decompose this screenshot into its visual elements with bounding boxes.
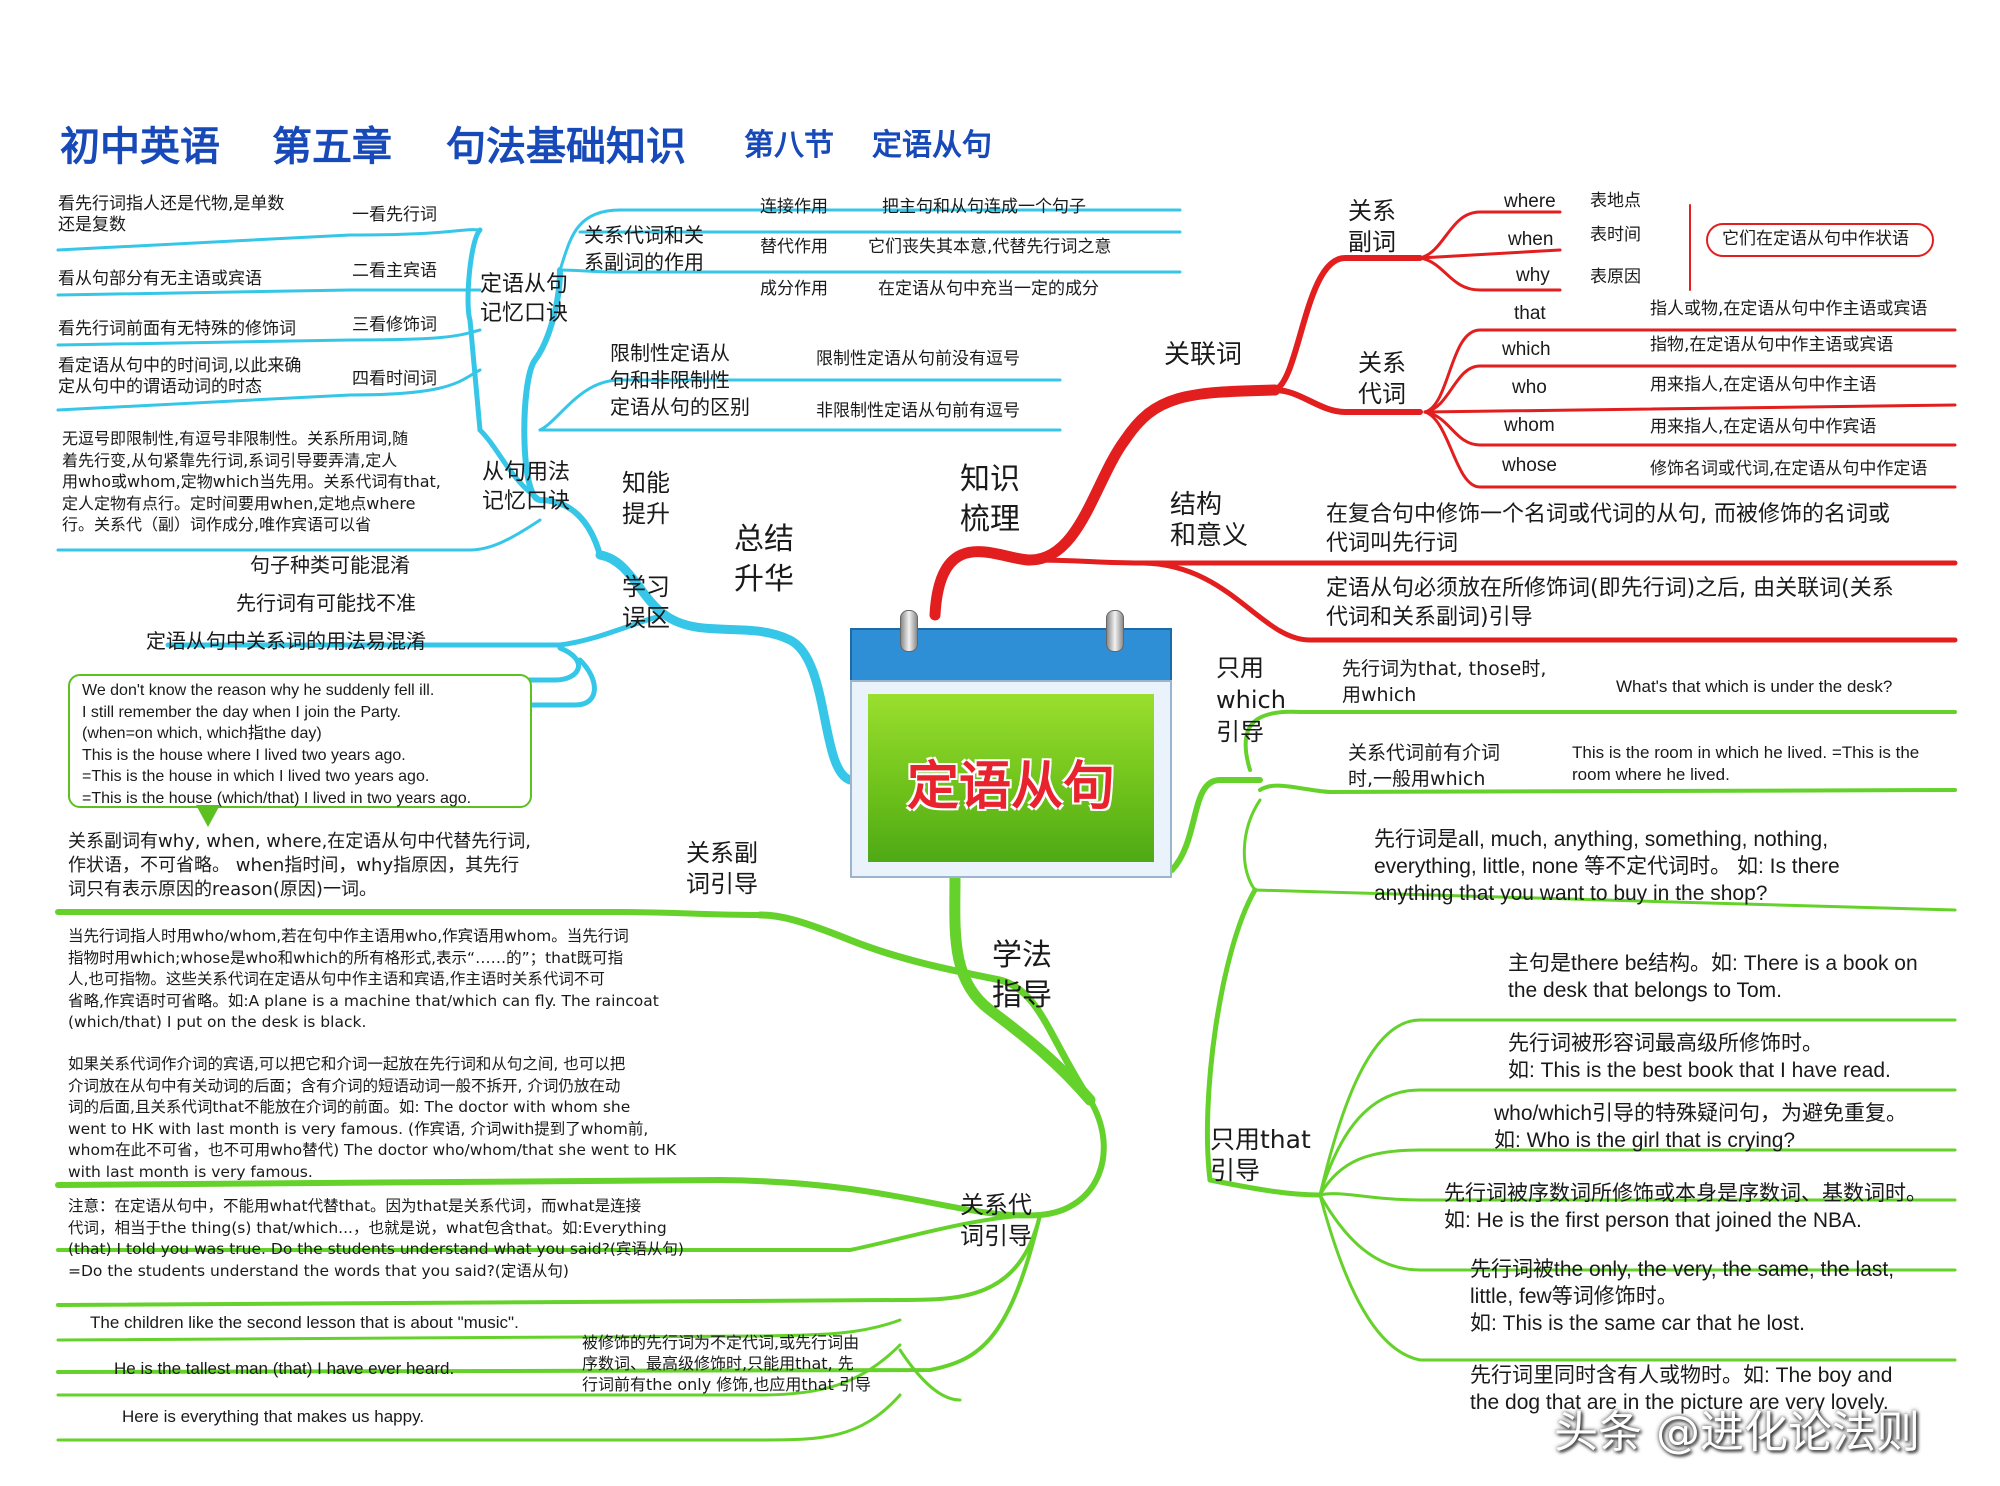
jiyi-key-4: 四看时间词 (352, 369, 437, 389)
zuoyong-desc-1: 把主句和从句连成一个句子 (882, 197, 1086, 217)
jiyi-desc-3: 看先行词前面有无特殊的修饰词 (58, 319, 296, 339)
jiegou-definition: 在复合句中修饰一个名词或代词的从句, 而被修饰的名词或 代词叫先行词 (1326, 502, 1890, 556)
node-qubie: 限制性定语从 句和非限制性 定语从句的区别 (610, 341, 750, 419)
calendar-face (868, 694, 1154, 862)
only-that-item-2: 主句是there be结构。如: There is a book on the … (1508, 952, 1918, 1002)
only-which-example-2: This is the room in which he lived. =Thi… (1572, 743, 1920, 784)
fuci-text: 关系副词有why, when, where,在定语从句中代替先行词, 作状语，不… (68, 831, 532, 900)
word-which: which (1502, 339, 1551, 360)
node-jiyi-koujue: 定语从句 记忆口诀 (480, 272, 569, 326)
fuci-summary: 它们在定语从句中作状语 (1722, 229, 1909, 249)
jiyi-desc-1: 看先行词指人还是代物,是单数 还是复数 (58, 194, 285, 235)
meaning-which: 指物,在定语从句中作主语或宾语 (1650, 335, 1894, 355)
node-guanxi-fuci: 关系 副词 (1348, 197, 1396, 256)
node-zhineng-tisheng: 知能 提升 (622, 469, 670, 528)
connector-red-main (929, 384, 1281, 621)
connector-green-main (949, 872, 1096, 1106)
word-where: where (1504, 191, 1556, 212)
meaning-when: 表时间 (1590, 225, 1641, 245)
node-xuefa-zhidao: 学法 指导 (992, 938, 1052, 1013)
only-which-example-1: What's that which is under the desk? (1616, 677, 1893, 696)
zuoyong-name-1: 连接作用 (760, 197, 828, 217)
node-xuexi-wuqu: 学习 误区 (622, 573, 670, 632)
only-that-item-5: 先行词被序数词所修饰或本身是序数词、基数词时。 如: He is the fir… (1444, 1182, 1927, 1232)
only-that-item-7: 先行词里同时含有人或物时。如: The boy and the dog that… (1470, 1364, 1893, 1414)
word-that: that (1514, 303, 1546, 324)
word-whom: whom (1504, 415, 1555, 436)
node-zuoyong: 关系代词和关 系副词的作用 (584, 223, 704, 274)
daici-example-1: The children like the second lesson that… (90, 1313, 519, 1332)
node-zhishi-shuli: 知识 梳理 (960, 462, 1020, 537)
center-title: 定语从句 (906, 757, 1115, 817)
connector-blue-main (595, 550, 855, 785)
header-title-topic: 句法基础知识 (446, 124, 686, 170)
jiyi-desc-2: 看从句部分有无主语或宾语 (58, 269, 262, 289)
summary-pill (1706, 223, 1934, 257)
node-yongfa-koujue: 从句用法 记忆口诀 (482, 460, 571, 514)
connector-red-jiegou (1027, 557, 1958, 566)
fuci-examples: We don't know the reason why he suddenly… (82, 682, 472, 807)
jiyi-key-2: 二看主宾语 (352, 261, 437, 281)
daici-example-3: Here is everything that makes us happy. (122, 1407, 425, 1426)
word-who: who (1512, 377, 1547, 398)
center-node: 定语从句 (850, 610, 1172, 878)
only-that-item-4: who/which引导的特殊疑问句，为避免重复。 如: Who is the g… (1494, 1102, 1908, 1152)
jiyi-key-1: 一看先行词 (352, 205, 437, 225)
header-section-title: 定语从句 (872, 128, 992, 163)
node-only-which: 只用 which 引导 (1216, 654, 1286, 746)
jiegou-position: 定语从句必须放在所修饰词(即先行词)之后, 由关联词(关系 代词和关系副词)引导 (1326, 576, 1894, 630)
jiyi-desc-4: 看定语从句中的时间词,以此来确 定从句中的谓语动词的时态 (58, 356, 302, 397)
header-title-chapter: 第五章 (272, 124, 392, 170)
calendar-ring-right (1106, 610, 1124, 652)
only-that-item-1: 先行词是all, much, anything, something, noth… (1374, 828, 1840, 905)
daici-note-3: 注意：在定语从句中，不能用what代替that。因为that是关系代词，而wha… (68, 1197, 684, 1280)
node-jiegou-yiyi: 结构 和意义 (1170, 490, 1249, 551)
only-which-cond-1: 先行词为that, those时, 用which (1342, 658, 1547, 706)
qubie-restrictive: 限制性定语从句前没有逗号 (816, 349, 1020, 369)
header-section: 第八节 (744, 128, 834, 163)
qubie-nonrestrictive: 非限制性定语从句前有逗号 (816, 401, 1020, 421)
daici-note-1: 当先行词指人时用who/whom,若在句中作主语用who,作宾语用whom。当先… (68, 927, 659, 1031)
wuqu-item-2: 先行词有可能找不准 (236, 591, 416, 615)
node-fuci-yindao: 关系副 词引导 (686, 839, 758, 898)
meaning-whose: 修饰名词或代词,在定语从句中作定语 (1650, 459, 1928, 479)
jiyi-key-3: 三看修饰词 (352, 315, 437, 335)
node-guanxi-daici: 关系 代词 (1358, 349, 1406, 408)
only-that-item-3: 先行词被形容词最高级所修饰时。 如: This is the best book… (1508, 1032, 1891, 1082)
wuqu-item-3: 定语从句中关系词的用法易混淆 (146, 629, 426, 653)
only-that-rule: 被修饰的先行词为不定代词,或先行词由 序数词、最高级修饰时,只能用that, 先… (582, 1333, 871, 1394)
node-only-that: 只用that 引导 (1210, 1125, 1311, 1185)
zuoyong-name-2: 替代作用 (760, 237, 828, 257)
zuoyong-desc-2: 它们丧失其本意,代替先行词之意 (868, 237, 1112, 257)
node-zongjie-shenghua: 总结 升华 (734, 522, 794, 597)
word-when: when (1508, 229, 1554, 250)
calendar-ring-left (900, 610, 918, 652)
daici-example-2: He is the tallest man (that) I have ever… (114, 1359, 455, 1378)
daici-note-2: 如果关系代词作介词的宾语,可以把它和介词一起放在先行词和从句之间, 也可以把 介… (68, 1055, 677, 1181)
only-that-item-6: 先行词被the only, the very, the same, the la… (1470, 1258, 1895, 1335)
only-which-cond-2: 关系代词前有介词 时,一般用which (1348, 742, 1501, 790)
node-daici-yindao: 关系代 词引导 (960, 1191, 1032, 1250)
fuci-example-bubble-tail (196, 805, 220, 827)
zuoyong-name-3: 成分作用 (760, 279, 828, 299)
meaning-where: 表地点 (1590, 191, 1641, 211)
meaning-why: 表原因 (1590, 267, 1641, 287)
header-title-course: 初中英语 (60, 124, 220, 170)
connector-red-guanlianci-daici (1272, 387, 1423, 415)
connector-red-guanlianci-fuci (1272, 255, 1423, 393)
meaning-whom: 用来指人,在定语从句中作宾语 (1650, 417, 1877, 437)
meaning-that: 指人或物,在定语从句中作主语或宾语 (1650, 299, 1928, 319)
watermark: 头条 @进化论法则 (1554, 1407, 1920, 1458)
node-guanlianci: 关联词 (1164, 340, 1243, 370)
zuoyong-desc-3: 在定语从句中充当一定的成分 (878, 279, 1099, 299)
wuqu-item-1: 句子种类可能混淆 (250, 553, 410, 577)
yongfa-text: 无逗号即限制性,有逗号非限制性。关系所用词,随 着先行变,从句紧靠先行词,系词引… (62, 429, 441, 534)
meaning-who: 用来指人,在定语从句中作主语 (1650, 375, 1877, 395)
fuci-example-bubble (68, 674, 532, 808)
word-why: why (1516, 265, 1550, 286)
word-whose: whose (1502, 455, 1557, 476)
